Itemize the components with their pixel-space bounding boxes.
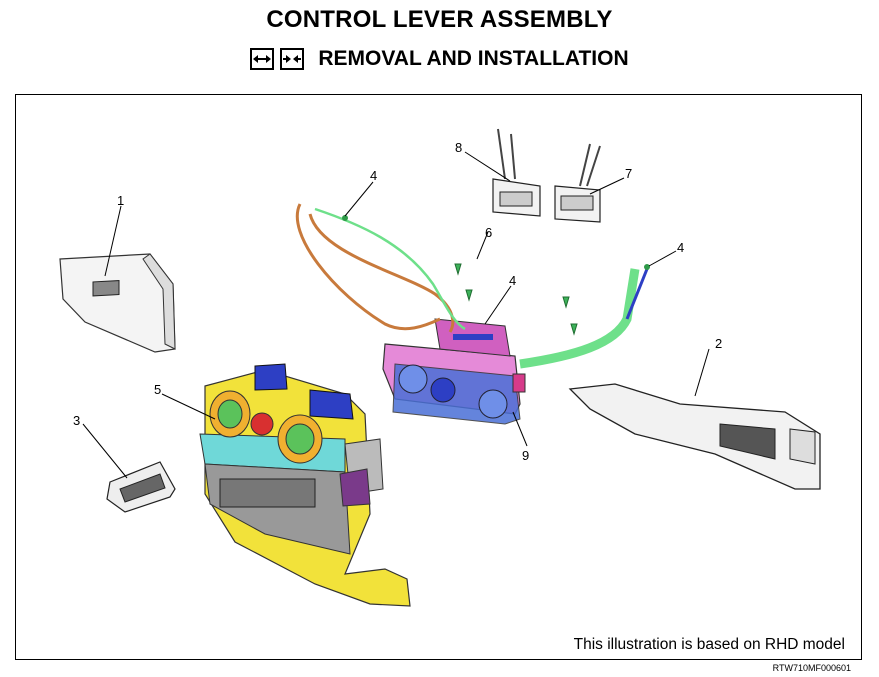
exploded-diagram: 1 2 3 4 4 4 5 6 7 8 9 [59, 128, 821, 607]
cables-part [295, 203, 650, 369]
callout-labels: 1 2 3 4 4 4 5 6 7 8 9 [73, 140, 722, 463]
page-title: CONTROL LEVER ASSEMBLY [266, 6, 613, 33]
removal-arrows-icon [250, 48, 275, 70]
screws-part [454, 263, 578, 336]
page-subtitle: REMOVAL AND INSTALLATION [318, 47, 629, 70]
callout-5: 5 [154, 382, 161, 397]
callout-7: 7 [625, 166, 632, 181]
control-lever-assembly-part [382, 318, 526, 425]
callout-3: 3 [73, 413, 80, 428]
harness-connector-part [492, 128, 541, 217]
installation-arrows-icon [280, 48, 305, 70]
second-connector-part [554, 143, 601, 223]
figure-code: RTW710MF000601 [772, 663, 851, 673]
center-bezel-part [199, 363, 411, 607]
rhd-model-note: This illustration is based on RHD model [573, 636, 845, 653]
callout-2: 2 [715, 336, 722, 351]
subtitle-row: REMOVAL AND INSTALLATION [0, 47, 879, 71]
callout-4-middle: 4 [509, 273, 516, 288]
callout-4-right: 4 [677, 240, 684, 255]
callout-9: 9 [522, 448, 529, 463]
leader-lines [82, 151, 710, 479]
bracket-part [106, 461, 176, 513]
callout-1: 1 [117, 193, 124, 208]
callout-6: 6 [485, 225, 492, 240]
callout-8: 8 [455, 140, 462, 155]
glove-box-part [59, 253, 176, 353]
callout-4-upper: 4 [370, 168, 377, 183]
diagram-frame [15, 94, 862, 660]
side-trim-part [568, 383, 821, 490]
